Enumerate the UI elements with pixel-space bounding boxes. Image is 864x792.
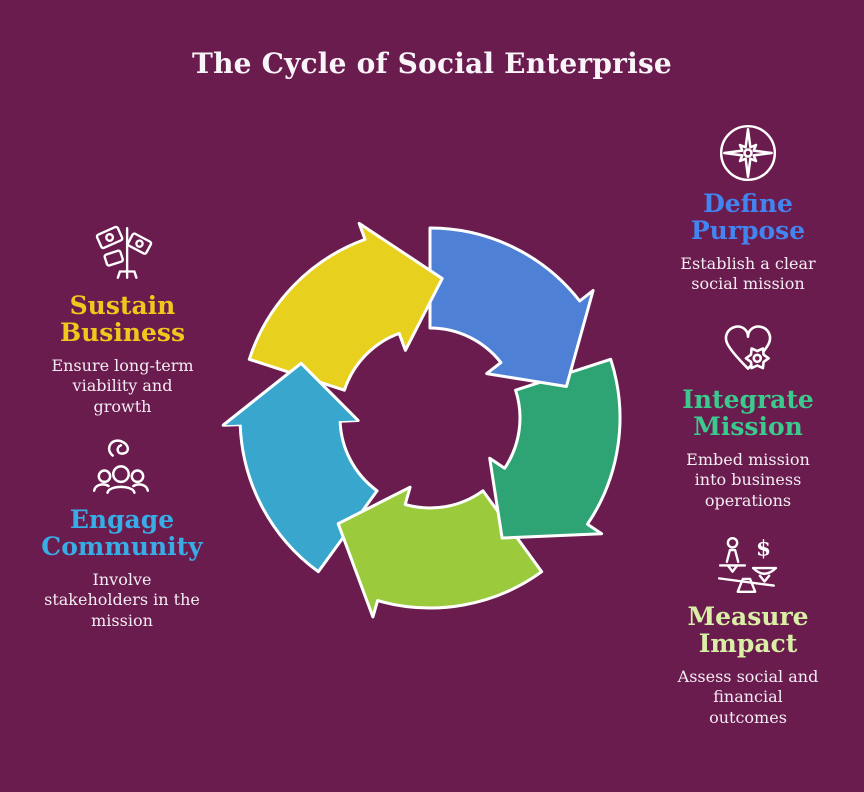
people-icon bbox=[89, 436, 155, 502]
section-heading: Measure Impact bbox=[687, 602, 809, 658]
section-define-purpose: Define Purpose Establish a clear social … bbox=[662, 120, 834, 295]
section-description: Ensure long-term viability and growth bbox=[51, 355, 194, 417]
section-measure-impact: $ Measure Impact Assess social and finan… bbox=[652, 533, 844, 729]
scales-icon: $ bbox=[715, 533, 781, 599]
cycle-arrow-yellow bbox=[247, 221, 444, 392]
section-description: Involve stakeholders in the mission bbox=[44, 569, 200, 631]
cycle-arrow-cyan-head-outline bbox=[222, 361, 360, 427]
page-title: The Cycle of Social Enterprise bbox=[192, 47, 672, 80]
section-heading: Sustain Business bbox=[59, 291, 186, 347]
section-sustain-business: Sustain Business Ensure long-term viabil… bbox=[25, 222, 220, 418]
cycle-arrow-light-green bbox=[336, 485, 544, 619]
money-tree-icon bbox=[90, 222, 156, 288]
cycle-arrow-green bbox=[488, 357, 622, 540]
heart-gear-icon bbox=[715, 316, 781, 382]
cycle-arrow-cyan-head bbox=[223, 363, 359, 426]
section-integrate-mission: Integrate Mission Embed mission into bus… bbox=[655, 316, 841, 512]
section-description: Assess social and financial outcomes bbox=[677, 666, 819, 728]
section-description: Embed mission into business operations bbox=[686, 449, 810, 511]
section-heading: Integrate Mission bbox=[682, 385, 814, 441]
section-heading: Define Purpose bbox=[690, 189, 806, 245]
section-engage-community: Engage Community Involve stakeholders in… bbox=[22, 436, 222, 632]
section-heading: Engage Community bbox=[41, 505, 203, 561]
section-description: Establish a clear social mission bbox=[680, 253, 816, 294]
compass-icon bbox=[715, 120, 781, 186]
cycle-arrow-blue bbox=[428, 226, 595, 388]
svg-text:$: $ bbox=[756, 537, 771, 562]
